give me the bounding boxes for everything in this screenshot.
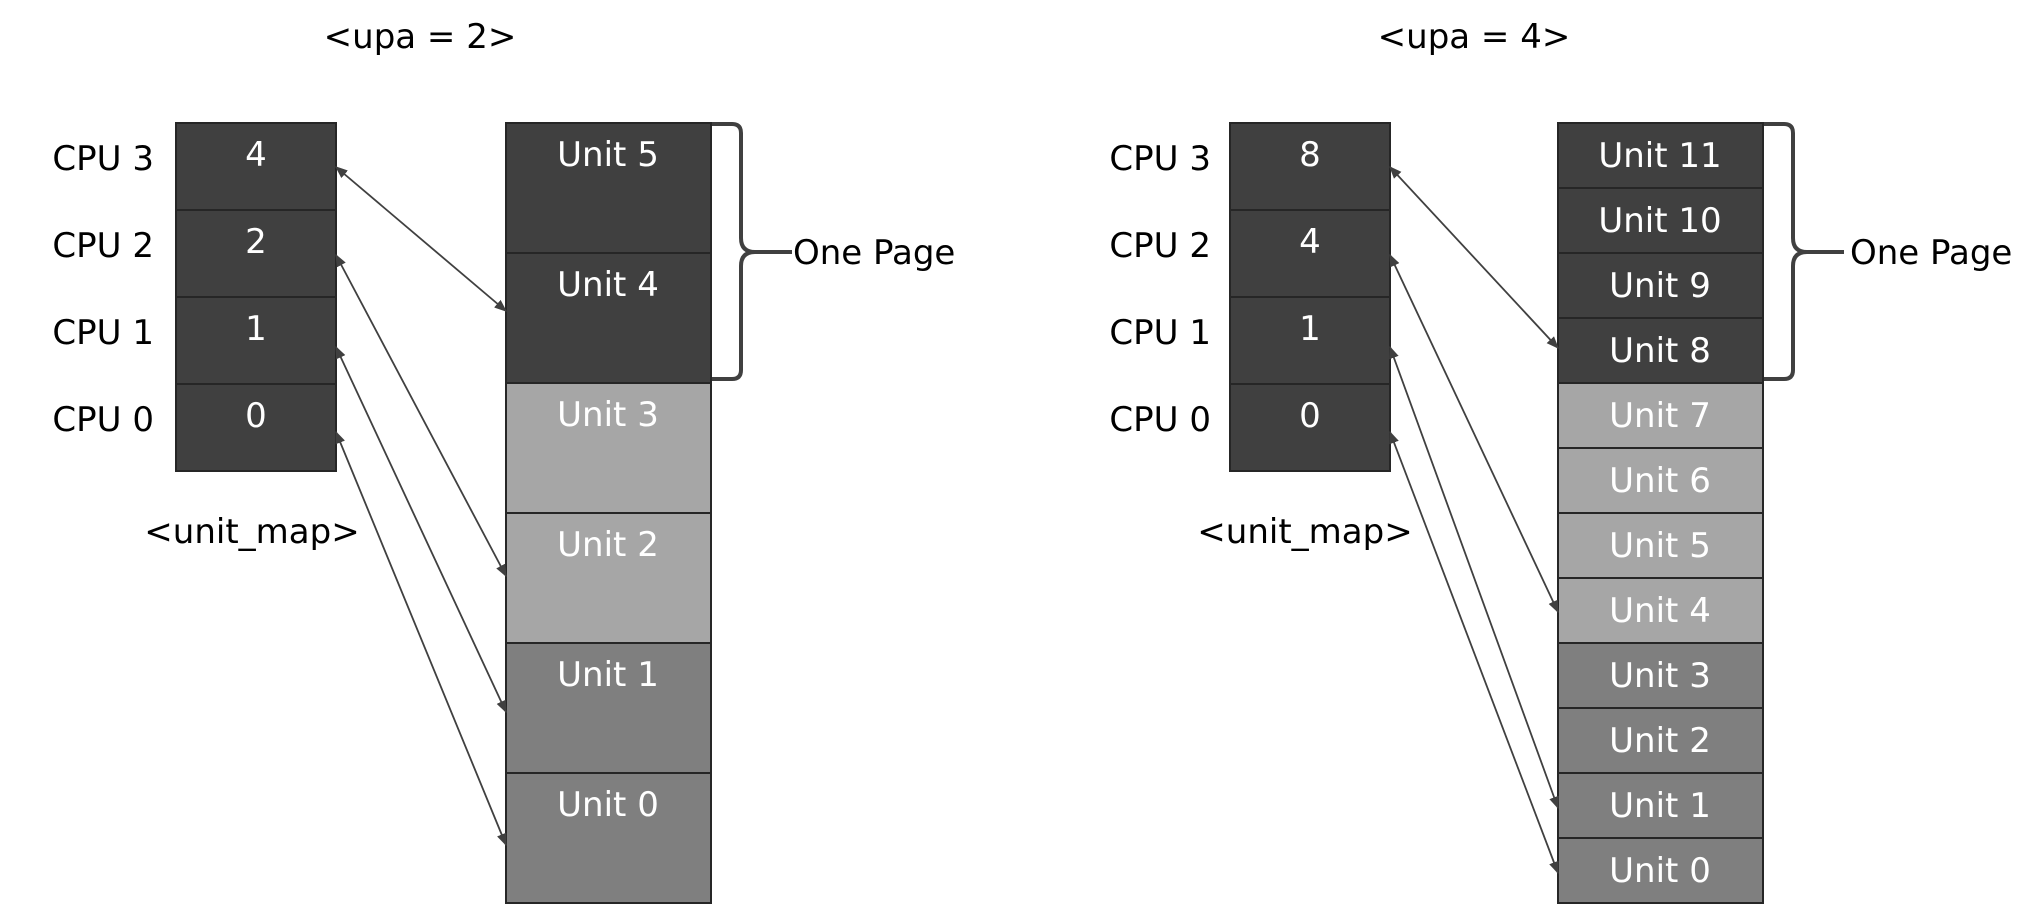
cpu-label: CPU 0 — [1109, 400, 1211, 440]
unit-map-label: <unit_map> — [144, 512, 359, 552]
unit-map-cell — [175, 296, 337, 385]
unit-label: Unit 1 — [557, 655, 659, 695]
unit-label: Unit 0 — [1609, 851, 1711, 891]
unit-cell — [1557, 772, 1764, 839]
unit-map: 8 4 1 0 — [1229, 122, 1391, 472]
unit-label: Unit 11 — [1598, 136, 1721, 176]
unit-label: Unit 8 — [1609, 331, 1711, 371]
mapping-arrow — [335, 166, 507, 312]
panel-upa-2: <upa = 2> 4 2 1 0 CPU 3 CPU 2 CPU 1 CPU … — [52, 17, 955, 904]
unit-map-value: 0 — [1299, 396, 1321, 436]
unit-label: Unit 1 — [1609, 786, 1711, 826]
unit-label: Unit 7 — [1609, 396, 1711, 436]
unit-label: Unit 5 — [1609, 526, 1711, 566]
mapping-arrow — [1389, 430, 1559, 875]
unit-map-value: 2 — [245, 222, 267, 262]
panel-title: <upa = 2> — [324, 17, 517, 57]
unit-map-cell — [175, 122, 337, 211]
unit-label: Unit 0 — [557, 785, 659, 825]
unit-cell — [1557, 317, 1764, 384]
unit-map-value: 1 — [1299, 309, 1321, 349]
unit-label: Unit 10 — [1598, 201, 1721, 241]
unit-map-value: 1 — [245, 309, 267, 349]
unit-label: Unit 6 — [1609, 461, 1711, 501]
panel-title: <upa = 4> — [1378, 17, 1571, 57]
units-column: Unit 5 Unit 4 Unit 3 Unit 2 Unit 1 Unit … — [505, 122, 712, 904]
unit-label: Unit 4 — [557, 265, 659, 305]
cpu-label: CPU 1 — [1109, 313, 1211, 353]
unit-label: Unit 4 — [1609, 591, 1711, 631]
unit-map-value: 0 — [245, 396, 267, 436]
unit-map-cell — [1229, 209, 1391, 298]
unit-cell — [505, 122, 712, 254]
unit-cell — [1557, 577, 1764, 644]
unit-label: Unit 9 — [1609, 266, 1711, 306]
unit-label: Unit 3 — [1609, 656, 1711, 696]
unit-map: 4 2 1 0 — [175, 122, 337, 472]
unit-cell — [505, 772, 712, 904]
unit-map-value: 4 — [245, 135, 267, 175]
unit-map-cell — [1229, 122, 1391, 211]
unit-label: Unit 5 — [557, 135, 659, 175]
unit-label: Unit 2 — [1609, 721, 1711, 761]
cpu-label: CPU 3 — [52, 139, 154, 179]
unit-label: Unit 3 — [557, 395, 659, 435]
panel-upa-4: <upa = 4> 8 4 1 0 CPU 3 CPU 2 CPU 1 CPU … — [1109, 17, 2012, 904]
mapping-arrows — [335, 166, 507, 847]
mapping-arrows — [1389, 166, 1559, 875]
unit-label: Unit 2 — [557, 525, 659, 565]
unit-map-cell — [1229, 383, 1391, 472]
unit-cell — [1557, 122, 1764, 189]
page-label: One Page — [793, 233, 955, 273]
cpu-label: CPU 2 — [52, 226, 154, 266]
units-column: Unit 11 Unit 10 Unit 9 Unit 8 Unit 7 Uni… — [1557, 122, 1764, 904]
mapping-arrow — [1389, 345, 1559, 810]
unit-map-value: 8 — [1299, 135, 1321, 175]
unit-cell — [505, 252, 712, 384]
mapping-arrow — [335, 430, 507, 847]
mapping-arrow — [1389, 166, 1559, 349]
cpu-label: CPU 1 — [52, 313, 154, 353]
cpu-label: CPU 2 — [1109, 226, 1211, 266]
page-brace — [1764, 122, 1844, 381]
page-label: One Page — [1850, 233, 2012, 273]
unit-map-label: <unit_map> — [1197, 512, 1412, 552]
unit-cell — [1557, 707, 1764, 774]
cpu-label: CPU 3 — [1109, 139, 1211, 179]
unit-map-value: 4 — [1299, 222, 1321, 262]
unit-map-cell — [175, 209, 337, 298]
mapping-arrow — [1389, 253, 1559, 614]
cpu-label: CPU 0 — [52, 400, 154, 440]
page-brace — [712, 122, 792, 381]
unit-map-cell — [1229, 296, 1391, 385]
